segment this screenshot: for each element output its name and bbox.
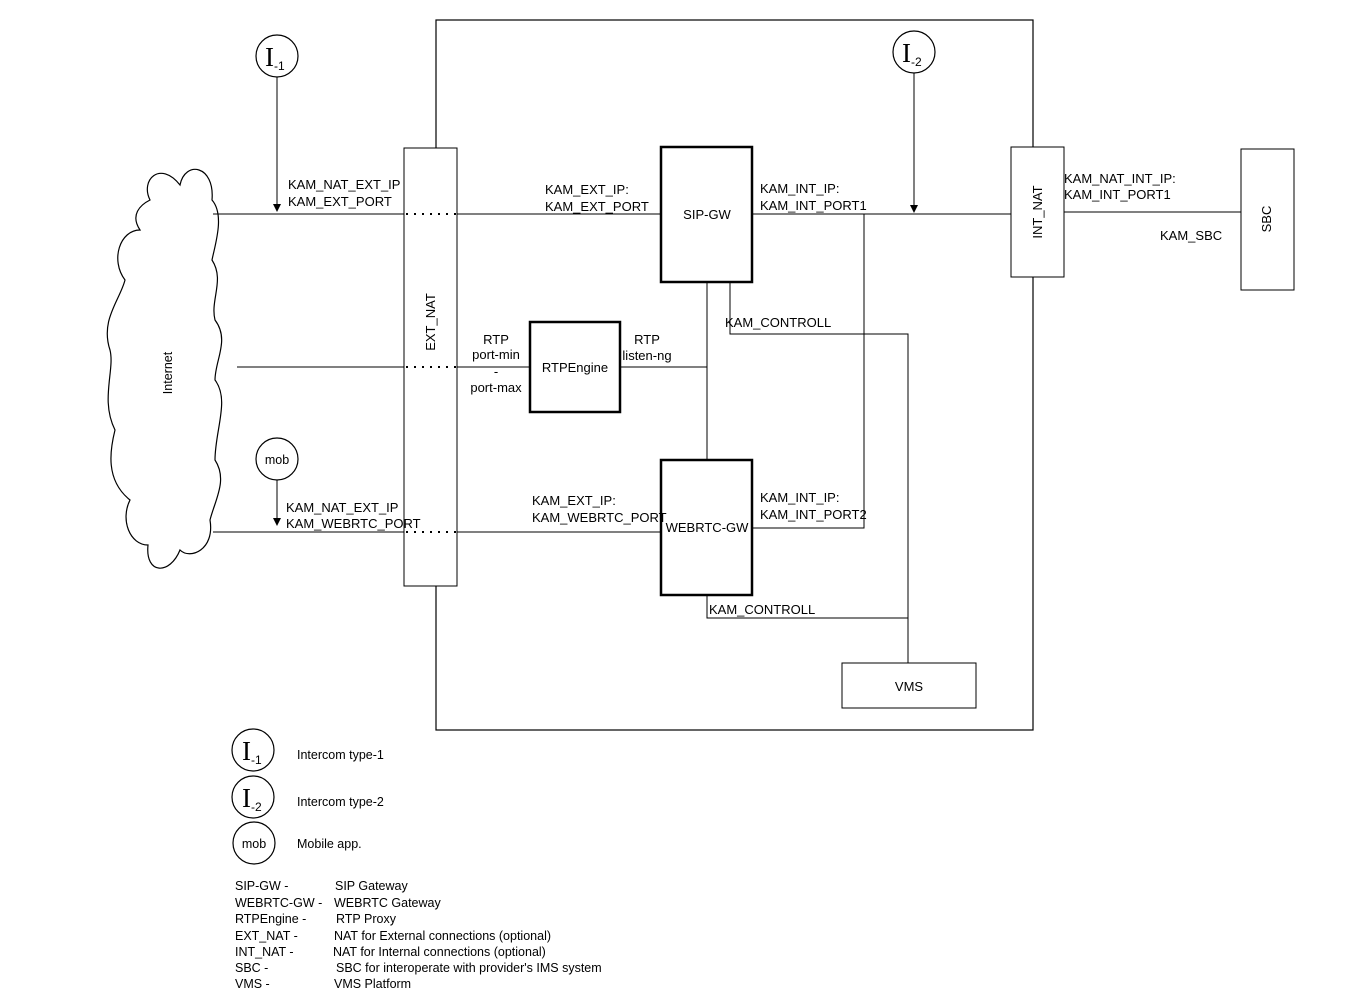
label-kam-controll-top: KAM_CONTROLL [725,315,831,330]
svg-text:I-1: I-1 [242,736,262,767]
legend-i2: I-2 Intercom type-2 [231,775,384,819]
svg-text:mob: mob [265,453,289,467]
sip-gw-label: SIP-GW [683,207,731,222]
int-nat-box [1010,146,1065,278]
label-kam-int-port1-right: KAM_INT_PORT1 [1064,187,1171,202]
internet-cloud: Internet [106,168,223,569]
system-boundary [435,19,1034,731]
abbr-term: INT_NAT - [235,945,294,959]
webrtc-gw-label: WEBRTC-GW [666,520,750,535]
abbr-desc: WEBRTC Gateway [334,896,441,910]
label-rtp-right-2: listen-ng [622,348,671,363]
abbr-desc: RTP Proxy [336,912,397,926]
abbr-desc: NAT for Internal connections (optional) [333,945,546,959]
label-kam-sbc: KAM_SBC [1160,228,1222,243]
legend-i2-desc: Intercom type-2 [297,795,384,809]
abbr-term: RTPEngine - [235,912,306,926]
sbc-box [1240,148,1295,291]
abbr-term: SIP-GW - [235,879,288,893]
abbr-term: VMS - [235,977,270,991]
svg-text:I-1: I-1 [265,42,285,73]
legend-i1: I-1 Intercom type-1 [231,728,384,772]
label-kam-nat-ext-ip-bottom: KAM_NAT_EXT_IP [286,500,398,515]
link-webrtcgw-vms [706,595,908,619]
svg-text:mob: mob [242,837,266,851]
vms-box [841,662,977,709]
label-rtp-left-3: - [494,364,498,379]
label-kam-int-port2: KAM_INT_PORT2 [760,507,867,522]
legend-i1-desc: Intercom type-1 [297,748,384,762]
abbr-term: WEBRTC-GW - [235,896,322,910]
link-sipgw-vms [729,282,909,663]
rtpengine-box [528,320,622,414]
label-kam-ext-ip-bottom: KAM_EXT_IP: [532,493,616,508]
vms-label: VMS [895,679,924,694]
label-rtp-right-1: RTP [634,332,660,347]
legend-abbreviations: SIP-GW - SIP Gateway WEBRTC-GW - WEBRTC … [235,879,602,991]
label-kam-nat-int-ip: KAM_NAT_INT_IP: [1064,171,1176,186]
label-rtp-left-2: port-min [472,347,520,362]
label-rtp-left-1: RTP [483,332,509,347]
label-kam-ext-port-top: KAM_EXT_PORT [545,199,649,214]
intercom-type2-node: I-2 [892,30,936,74]
label-kam-int-ip-top: KAM_INT_IP: [760,181,839,196]
sbc-label: SBC [1259,206,1274,233]
legend-mob: mob Mobile app. [232,821,362,865]
rtpengine-label: RTPEngine [542,360,608,375]
label-kam-int-ip-bottom: KAM_INT_IP: [760,490,839,505]
intercom-type1-node: I-1 [255,34,299,78]
abbr-desc: SBC for interoperate with provider's IMS… [336,961,602,975]
abbr-desc: SIP Gateway [335,879,408,893]
internet-label: Internet [161,351,175,394]
abbr-term: EXT_NAT - [235,929,298,943]
mobile-app-node: mob [255,437,299,481]
label-kam-ext-ip-top: KAM_EXT_IP: [545,182,629,197]
ext-nat-label: EXT_NAT [423,293,438,351]
label-kam-ext-port-left: KAM_EXT_PORT [288,194,392,209]
label-kam-nat-ext-ip-top: KAM_NAT_EXT_IP [288,177,400,192]
abbr-term: SBC - [235,961,268,975]
link-webrtcgw-int [752,214,865,529]
label-kam-controll-bottom: KAM_CONTROLL [709,602,815,617]
label-kam-webrtc-port-bottom: KAM_WEBRTC_PORT [532,510,667,525]
svg-text:I-2: I-2 [902,38,922,69]
label-kam-webrtc-port-left: KAM_WEBRTC_PORT [286,516,421,531]
int-nat-label: INT_NAT [1030,185,1045,238]
label-kam-int-port1: KAM_INT_PORT1 [760,198,867,213]
svg-text:I-2: I-2 [242,783,262,814]
abbr-desc: VMS Platform [334,977,411,991]
legend: I-1 Intercom type-1 I-2 Intercom type-2 … [231,728,602,991]
abbr-desc: NAT for External connections (optional) [334,929,551,943]
label-rtp-left-4: port-max [470,380,522,395]
legend-mob-desc: Mobile app. [297,837,362,851]
